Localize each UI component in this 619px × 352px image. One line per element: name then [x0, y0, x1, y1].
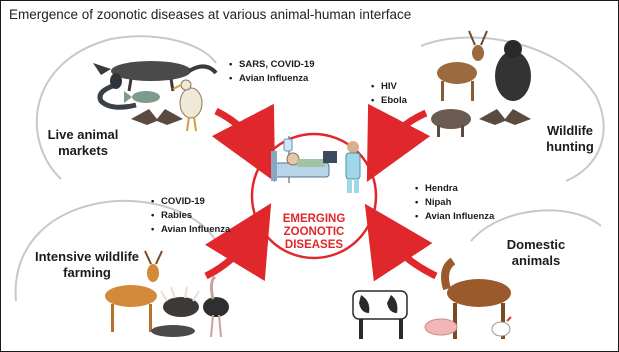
- disease-item: Avian Influenza: [415, 211, 495, 223]
- disease-item: Hendra: [415, 183, 495, 195]
- disease-item: Rabies: [151, 210, 231, 222]
- disease-item: Ebola: [371, 95, 431, 107]
- label-live-animal-markets: Live animal markets: [23, 127, 143, 159]
- arrow-icon: [383, 113, 426, 151]
- disease-item: HIV: [371, 81, 431, 93]
- porcupine-icon: [161, 287, 199, 317]
- gorilla-icon: [495, 40, 531, 101]
- arrow-icon: [384, 233, 436, 276]
- disease-list-wildlife-hunting: HIV Ebola: [371, 81, 431, 109]
- disease-list-live-markets: SARS, COVID-19 Avian Influenza: [229, 59, 321, 87]
- deer-icon: [437, 31, 487, 101]
- disease-list-wildlife-farming: COVID-19 Rabies Avian Influenza: [151, 196, 231, 238]
- pig-icon: [425, 319, 457, 335]
- bat-icon: [131, 109, 183, 125]
- disease-item: COVID-19: [151, 196, 231, 208]
- ostrich-icon: [203, 277, 229, 337]
- disease-list-domestic-animals: Hendra Nipah Avian Influenza: [415, 183, 495, 225]
- label-intensive-wildlife-farming: Intensive wildlife farming: [27, 249, 147, 281]
- disease-item: Avian Influenza: [151, 224, 231, 236]
- cow-icon: [353, 291, 407, 339]
- center-label: EMERGING ZOONOTIC DISEASES: [269, 213, 359, 252]
- label-domestic-animals: Domestic animals: [491, 237, 581, 269]
- disease-item: Nipah: [415, 197, 495, 209]
- disease-item: Avian Influenza: [229, 73, 321, 85]
- arrow-icon: [206, 233, 253, 276]
- bat-icon: [479, 109, 531, 125]
- label-wildlife-hunting: Wildlife hunting: [535, 123, 605, 155]
- bird-icon: [173, 80, 202, 131]
- boar-icon: [431, 109, 471, 137]
- arrow-icon: [216, 111, 259, 151]
- fish-icon: [124, 91, 160, 103]
- disease-item: SARS, COVID-19: [229, 59, 321, 71]
- civet-icon: [151, 325, 195, 337]
